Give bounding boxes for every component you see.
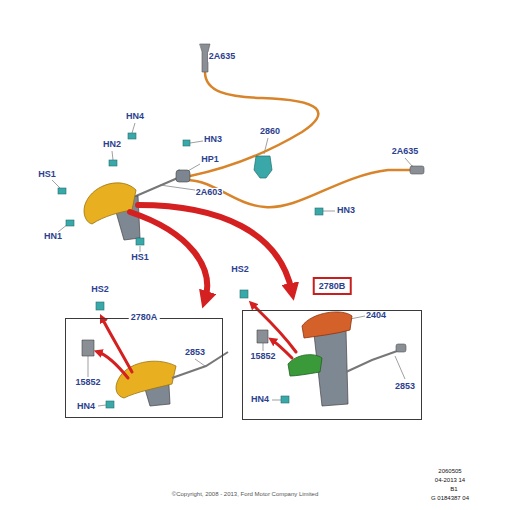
part-number: HN1 [43,232,63,242]
equalizer [176,170,190,182]
part-number: HS2 [230,265,250,275]
bolts [58,133,323,408]
part-number: 2853 [394,382,416,392]
arrow [130,212,207,300]
bolt [96,302,104,310]
leader-line [405,158,412,166]
red-arrows [98,205,296,378]
drawing-reference: G 0184387 04 [430,495,470,502]
bolt [109,160,117,166]
part-number: HN4 [76,402,96,412]
bolt [128,133,136,139]
part-number: HN2 [102,140,122,150]
bolt [281,396,289,403]
assembly-number: 2780A [129,312,160,322]
part-number: HS1 [37,170,57,180]
part-number: HN3 [336,206,356,216]
leader-line [98,405,106,406]
part-number: 2853 [184,348,206,358]
assembly-number: 2780B [313,277,352,295]
leader-line [160,185,195,190]
bolt [58,188,66,194]
arrow [252,304,296,352]
leader-line [395,356,405,379]
leader-line [140,246,141,252]
arrow [98,352,128,378]
front-cable [136,177,180,196]
cable-clip [254,156,272,178]
part-number: HN3 [203,135,223,145]
bolt [136,238,144,245]
part-number: 15852 [249,352,276,362]
leader-line [190,141,203,143]
copyright-note: ©Copyright, 2008 - 2013, Ford Motor Comp… [171,491,320,498]
bolt [315,208,323,215]
parking-brake-cables [136,44,424,207]
leader-lines [52,62,412,406]
part-number: 15852 [74,378,101,388]
leader-line [263,343,264,351]
part-number: 2860 [259,127,281,137]
rear-cable [190,72,318,176]
bolt [240,290,248,298]
part-number: HS2 [90,285,110,295]
leader-line [272,400,281,401]
leader-line [132,123,135,133]
leader-line [195,359,205,366]
part-number: 2A603 [195,188,224,198]
part-number: HS1 [130,253,150,263]
bolt [106,401,114,408]
cable-end [410,166,424,174]
rear-cable [188,170,412,207]
drawing-reference: 04-2013 14 [434,477,466,484]
part-number: 2A635 [391,147,420,157]
arrow [138,205,292,292]
lever-assembly-a [82,340,228,406]
lever-assembly-b [257,312,406,406]
bolt [183,140,190,146]
bolt [66,220,74,226]
part-number: 2404 [365,311,387,321]
leader-line [88,356,89,377]
leader-line [323,211,335,212]
part-number: 2A635 [208,52,237,62]
part-number: HN4 [125,112,145,122]
part-number: HN4 [250,395,270,405]
leader-line [52,180,60,188]
drawing-reference: B1 [449,486,458,493]
part-number: HP1 [200,155,220,165]
drawing-reference: 2060505 [437,468,462,475]
leader-line [112,151,113,160]
